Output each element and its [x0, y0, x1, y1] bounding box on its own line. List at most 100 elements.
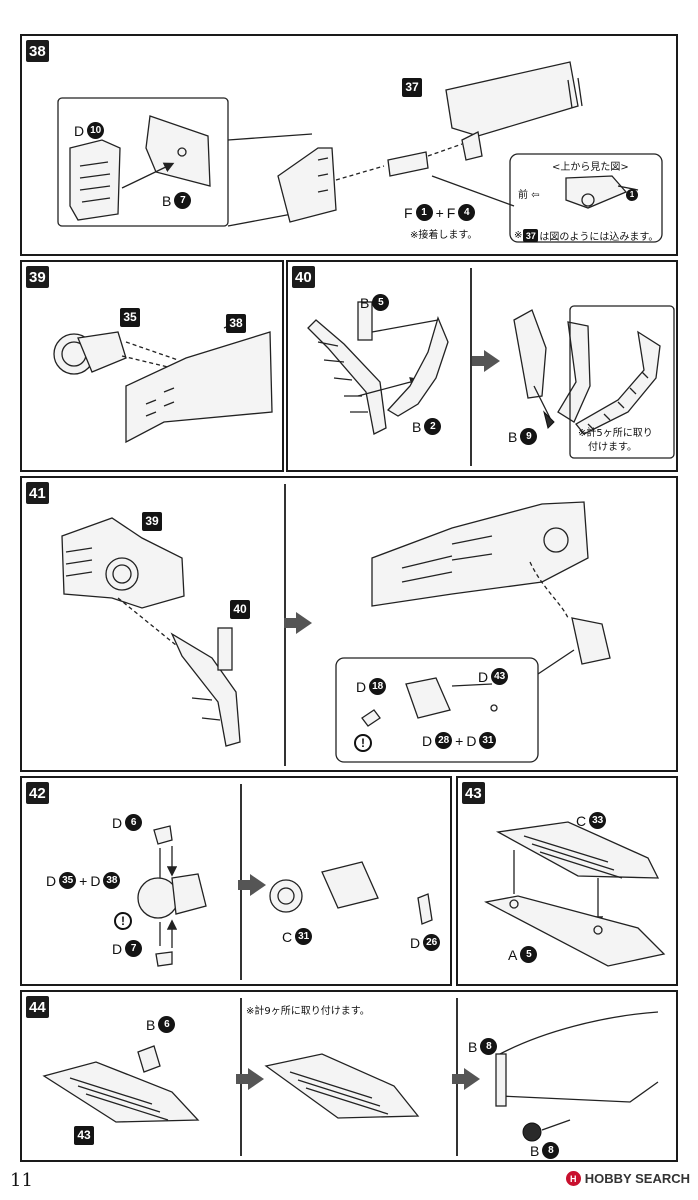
step-42-illustration — [137, 825, 433, 967]
part-number-badge: 1 — [626, 188, 638, 201]
part-number-badge: 8 — [480, 1038, 498, 1055]
part-number-badge: 6 — [158, 1016, 176, 1033]
step-40-note-line1: ※計5ヶ所に取り — [578, 428, 653, 439]
plus-sign: + — [435, 204, 444, 221]
step-38-ref-37: 37 — [402, 76, 422, 97]
step-41-next-arrow — [284, 612, 312, 634]
part-number-badge: 26 — [423, 934, 441, 951]
part-number-badge: 5 — [520, 946, 538, 963]
part-number-badge: 35 — [59, 872, 77, 889]
part-number-badge: 31 — [295, 928, 313, 945]
part-number-badge: 7 — [174, 192, 192, 209]
part-number-badge: 38 — [103, 872, 121, 889]
part-letter: D — [74, 122, 85, 139]
hobby-search-logo-icon: H — [565, 1171, 581, 1186]
ref-43-badge: 43 — [74, 1125, 94, 1145]
glue-note: ※接着します。 — [410, 230, 478, 241]
part-number-badge: 1 — [415, 204, 433, 221]
step-42-number: 42 — [26, 782, 49, 804]
step-40-divider — [470, 268, 472, 466]
part-number-badge: 43 — [491, 668, 509, 685]
plus-sign: + — [79, 872, 88, 889]
step-39-illustration — [53, 321, 273, 444]
detail-note: ※ 37 は図のようには込みます。 — [514, 229, 659, 243]
part-number-badge: 10 — [87, 122, 105, 139]
step-44-note: ※計9ヶ所に取り付けます。 — [246, 1006, 370, 1017]
step-41-ref-40: 40 — [230, 598, 250, 619]
detail-front-label: 前 ⇦ — [518, 190, 540, 201]
step-44-number: 44 — [26, 996, 49, 1018]
step-43-number: 43 — [462, 782, 485, 804]
ref-37-badge: 37 — [402, 77, 422, 97]
ref-40-badge: 40 — [230, 599, 250, 619]
part-number-badge: 31 — [479, 732, 497, 749]
part-letter: F — [404, 204, 413, 221]
part-letter: B — [162, 192, 172, 209]
ref-35-badge: 35 — [120, 307, 140, 327]
step-39-panel: 39 35 38 — [20, 260, 284, 472]
step-40-next-arrow — [472, 350, 500, 372]
step-39-ref-35: 35 — [120, 306, 140, 327]
step-39-number: 39 — [26, 266, 49, 288]
plus-sign: + — [455, 732, 464, 749]
part-number-badge: 18 — [369, 678, 387, 695]
step-40-number: 40 — [292, 266, 315, 288]
step-44-next-arrow-1 — [236, 1068, 264, 1090]
part-letter: F — [446, 204, 456, 221]
caution-icon: ! — [354, 734, 372, 752]
step-38-number: 38 — [26, 40, 49, 62]
ref-37-badge: 37 — [523, 229, 539, 242]
step-41-ref-39: 39 — [142, 510, 162, 531]
ref-39-badge: 39 — [142, 511, 162, 531]
part-number-badge: 28 — [435, 732, 453, 749]
step-44-ref-43: 43 — [74, 1124, 94, 1145]
step-40-note-line2: 付けます。 — [588, 442, 637, 453]
part-number-badge: 33 — [589, 812, 607, 829]
step-40-illustration — [307, 301, 675, 459]
step-38-illustration — [57, 61, 663, 243]
part-number-badge: 6 — [125, 814, 143, 831]
page-number: 11 — [10, 1170, 33, 1191]
step-44-next-arrow-2 — [452, 1068, 480, 1090]
part-number-badge: 5 — [372, 294, 390, 311]
part-number-badge: 9 — [520, 428, 538, 445]
part-number-badge: 2 — [424, 418, 442, 435]
step-43-illustration — [484, 821, 666, 967]
part-number-badge: 7 — [125, 940, 143, 957]
detail-part-1: 1 — [626, 182, 638, 201]
part-number-badge: 8 — [542, 1142, 560, 1159]
watermark-text: HOBBY SEARCH — [584, 1171, 690, 1186]
step-39-ref-38: 38 — [226, 312, 246, 333]
caution-icon: ! — [114, 912, 132, 930]
part-number-badge: 4 — [458, 204, 476, 221]
step-42-next-arrow — [238, 874, 266, 896]
step-44-illustration — [42, 1011, 659, 1142]
ref-38-badge: 38 — [226, 313, 246, 333]
hobby-search-watermark: H HOBBY SEARCH — [565, 1171, 690, 1186]
